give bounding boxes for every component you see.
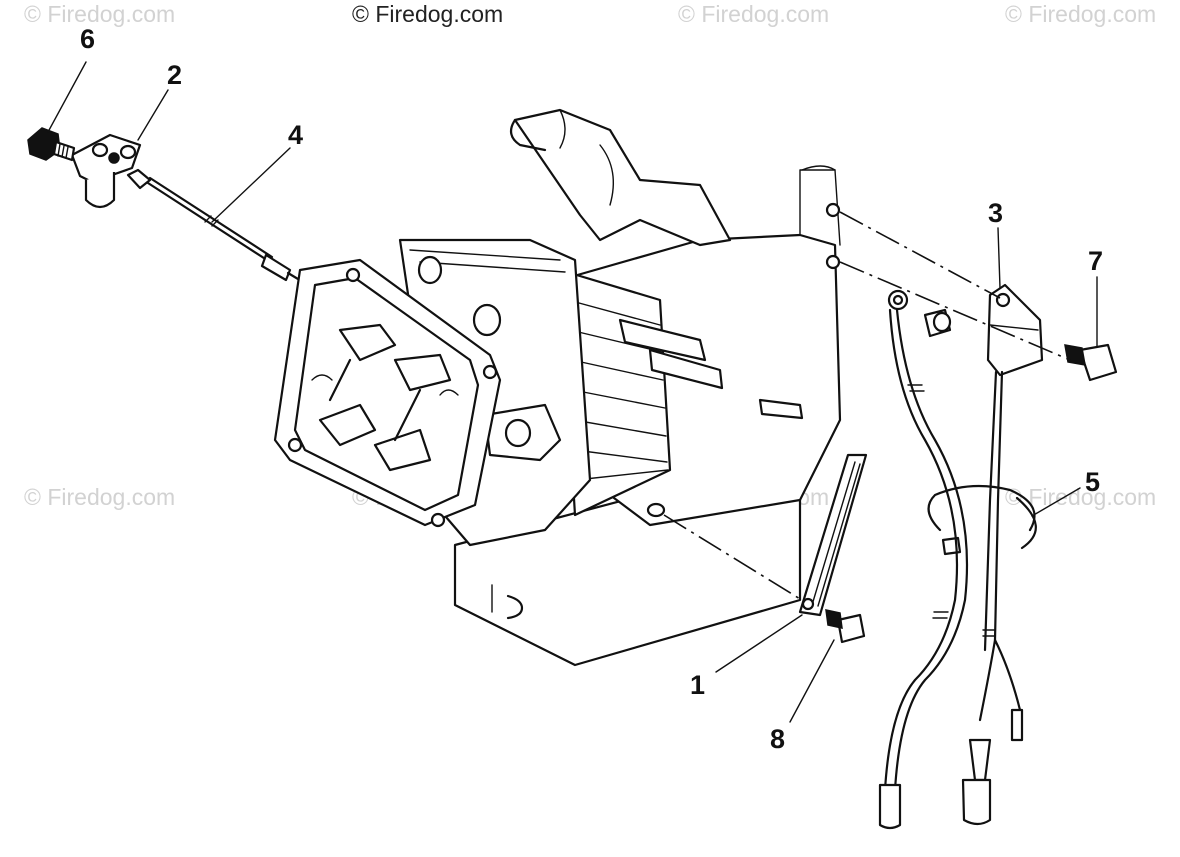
- engine-block: [273, 108, 842, 667]
- callout-5: 5: [1085, 467, 1100, 497]
- part-6-bolt: [27, 127, 76, 162]
- watermark-top-right: © Firedog.com: [1005, 1, 1156, 27]
- callout-8: 8: [770, 724, 785, 754]
- callout-3: 3: [988, 198, 1003, 228]
- ground-wire: [878, 289, 969, 830]
- watermark-top-mid-right: © Firedog.com: [678, 1, 829, 27]
- valve-cover-gasket: [273, 258, 502, 528]
- assembly-center-lines: [663, 211, 1071, 603]
- part-2-oil-sensor-housing: [70, 133, 142, 209]
- callout-leaders: [47, 61, 1098, 723]
- callout-6: 6: [80, 24, 95, 54]
- part-1-bracket: [798, 453, 868, 617]
- watermark-top-center: © Firedog.com: [352, 1, 503, 27]
- callout-4: 4: [288, 120, 303, 150]
- watermark-mid-left: © Firedog.com: [24, 484, 175, 510]
- callout-2: 2: [167, 60, 182, 90]
- part-4-sensor-wire: [126, 168, 300, 282]
- watermark-top-left: © Firedog.com: [24, 1, 175, 27]
- callout-7: 7: [1088, 246, 1103, 276]
- spacer-collar: [923, 308, 952, 338]
- part-7-bolt: [1064, 343, 1118, 382]
- part-3-ignition-unit: [961, 283, 1044, 826]
- part-5-wire-band: [927, 484, 1037, 556]
- part-8-bolt: [825, 609, 866, 644]
- callout-1: 1: [690, 670, 705, 700]
